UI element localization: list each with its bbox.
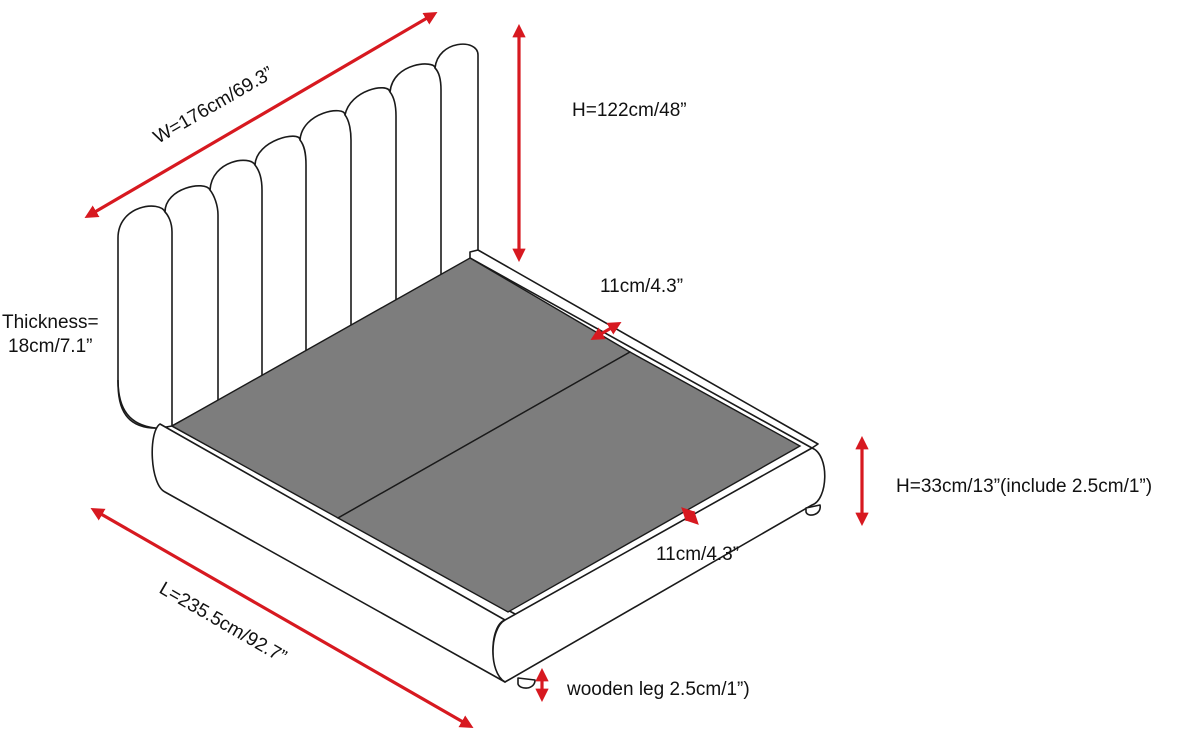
headboard-side-curve (117, 379, 156, 429)
frame-height-label: H=33cm/13”(include 2.5cm/1”) (896, 476, 1152, 497)
side-rail-top-arrow (590, 321, 622, 341)
leg (517, 677, 536, 689)
right-rail (469, 249, 819, 449)
thickness-label-line2: 18cm/7.1” (8, 336, 92, 357)
leg-label: wooden leg 2.5cm/1”) (566, 679, 750, 700)
foot-rail (492, 447, 826, 683)
side-rail-top-label: 11cm/4.3” (600, 276, 683, 297)
headboard-height-label: H=122cm/48” (572, 100, 687, 121)
length-arrow (90, 507, 474, 729)
width-arrow (84, 11, 438, 219)
side-rail-front-label: 11cm/4.3” (656, 544, 739, 565)
thickness-label-line1: Thickness= (2, 312, 99, 333)
side-rail-front-arrow (681, 507, 699, 525)
width-label: W=176cm/69.3” (150, 63, 277, 149)
length-label: L=235.5cm/92.7” (156, 578, 290, 668)
leg (805, 504, 821, 516)
dimension-arrows (84, 11, 869, 729)
